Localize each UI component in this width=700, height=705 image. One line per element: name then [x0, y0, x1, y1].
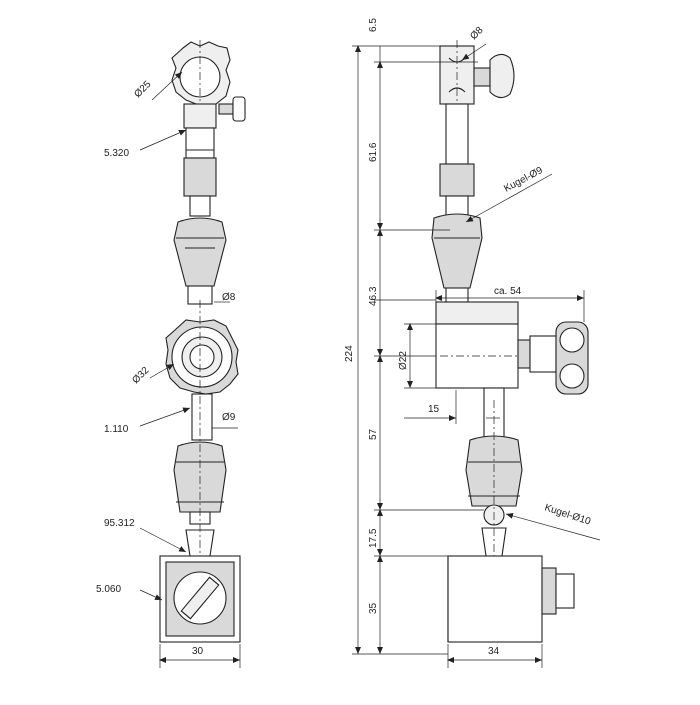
left-magnetic-base	[159, 555, 241, 643]
right-lower-arm	[465, 387, 523, 580]
label-dim15: 15	[428, 404, 440, 415]
left-lower-grip	[173, 300, 227, 560]
label-kugel10: Kugel-Ø10	[543, 502, 592, 527]
label-dim57: 57	[368, 428, 379, 440]
label-dim616: 61.6	[368, 142, 379, 162]
label-total224: 224	[344, 345, 355, 362]
left-upper-grip	[173, 217, 227, 305]
label-95312: 95.312	[104, 518, 135, 529]
right-top-holder	[439, 40, 515, 230]
label-dim175: 17.5	[368, 528, 379, 548]
label-dia22: Ø22	[398, 351, 409, 370]
label-dim65: 6.5	[368, 18, 379, 32]
right-view: 224 6.5 61.6 46.3 57 17.5 35 Ø8 Kugel-Ø9	[344, 18, 601, 668]
label-dia8-top: Ø8	[468, 25, 486, 43]
label-dim35: 35	[368, 602, 379, 614]
label-5060: 5.060	[96, 584, 121, 595]
label-dia25: Ø25	[132, 79, 153, 100]
label-5320: 5.320	[104, 148, 129, 159]
right-joint-body	[435, 301, 589, 395]
left-view: Ø25 5.320 Ø8 Ø32 1.110 Ø9 95.312 5.060	[96, 40, 246, 668]
label-ca54: ca. 54	[494, 286, 522, 297]
label-dia9: Ø9	[222, 412, 236, 423]
right-upper-grip	[431, 213, 483, 303]
label-width30: 30	[192, 646, 204, 657]
label-dim463: 46.3	[368, 286, 379, 306]
label-dia8: Ø8	[222, 292, 236, 303]
left-middle-knob	[165, 319, 239, 395]
right-magnetic-base	[447, 555, 575, 643]
label-dia32: Ø32	[130, 365, 151, 386]
left-top-clamp	[171, 40, 246, 217]
label-1110: 1.110	[104, 424, 129, 435]
label-width34: 34	[488, 646, 500, 657]
